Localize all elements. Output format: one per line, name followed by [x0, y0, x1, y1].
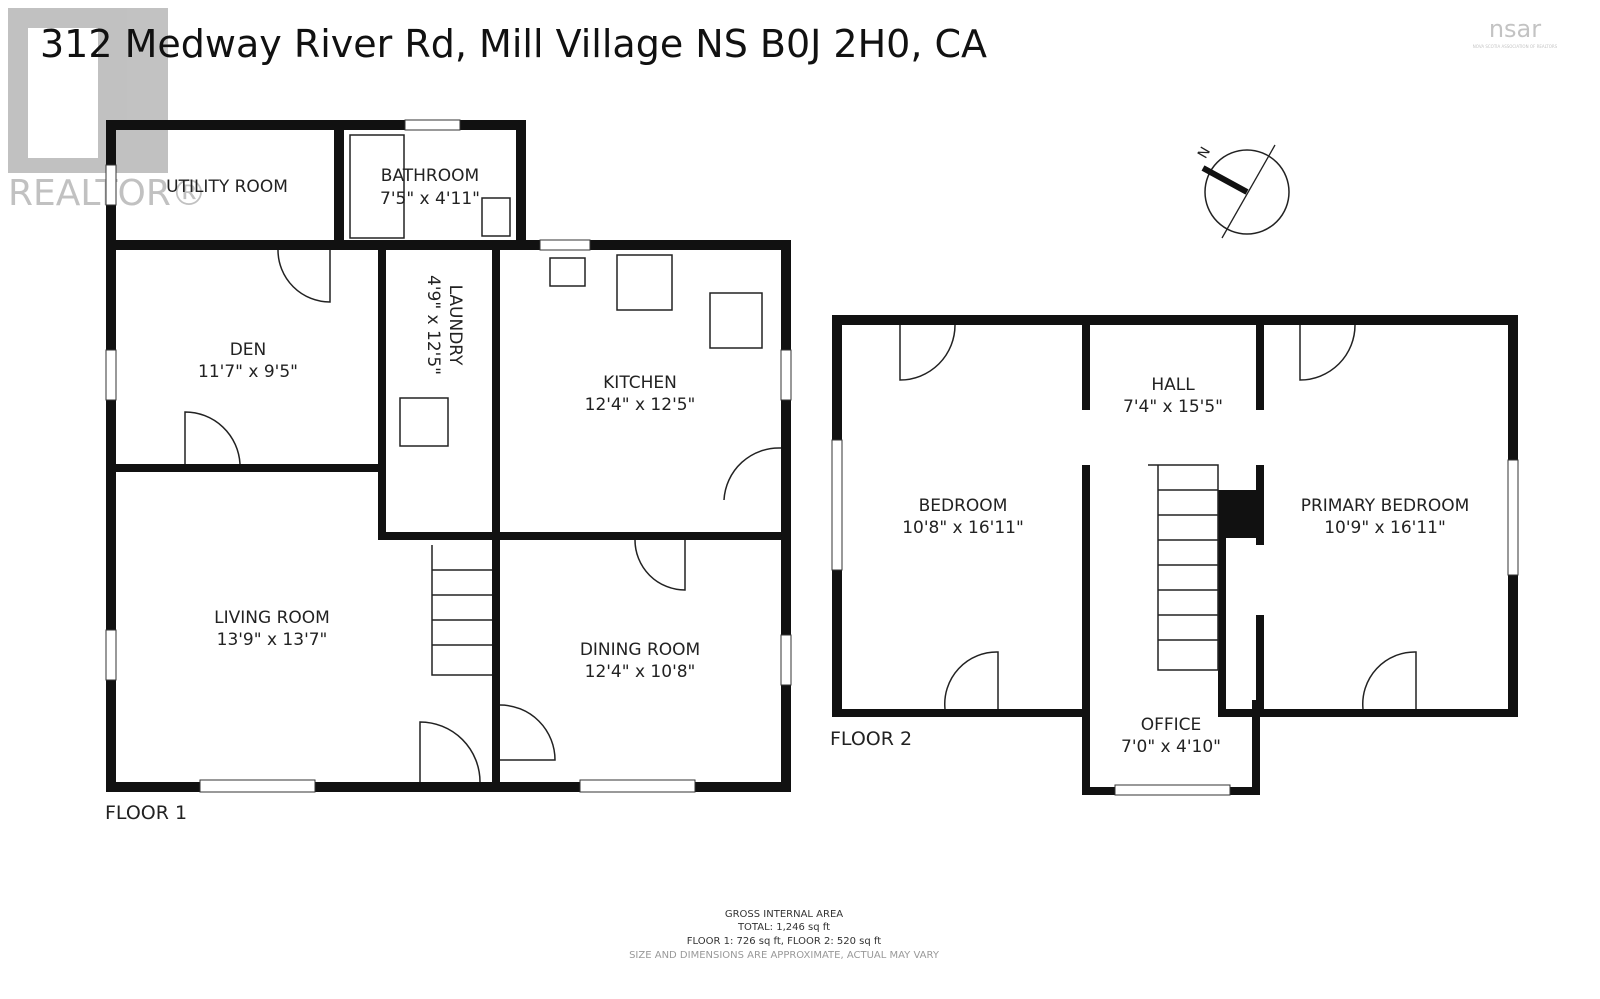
- room-size: 7'0" x 4'10": [1121, 737, 1221, 757]
- fireplace-icon: [709, 292, 763, 349]
- room-size: 7'4" x 15'5": [1123, 397, 1223, 417]
- door-swings: [899, 324, 1417, 710]
- nsar-logo-subtitle: NOVA SCOTIA ASSOCIATION OF REALTORS: [1473, 44, 1558, 49]
- washer-icon: [399, 397, 449, 447]
- nsar-logo-text: nsar: [1489, 15, 1541, 43]
- area-floors: FLOOR 1: 726 sq ft, FLOOR 2: 520 sq ft: [687, 936, 881, 947]
- room-size: 7'5" x 4'11": [380, 189, 480, 209]
- realtor-watermark: REALTOR®: [8, 8, 207, 214]
- room-name: HALL: [1151, 375, 1195, 395]
- floor-2-labels: HALL 7'4" x 15'5" BEDROOM 10'8" x 16'11"…: [830, 375, 1469, 757]
- stove-icon: [616, 254, 673, 311]
- floor-1-labels: UTILITY ROOM BATHROOM 7'5" x 4'11" DEN 1…: [105, 166, 700, 824]
- room-name: KITCHEN: [603, 373, 677, 393]
- room-name: BATHROOM: [381, 166, 479, 186]
- room-size: 13'9" x 13'7": [217, 630, 328, 650]
- area-heading: GROSS INTERNAL AREA: [725, 909, 843, 920]
- compass-icon: N: [1195, 144, 1290, 239]
- floor-1-walls: [105, 119, 792, 793]
- stairs-icon: [431, 545, 492, 676]
- room-name: LAUNDRY: [445, 285, 465, 366]
- toilet-sink-icon: [481, 197, 511, 237]
- room-name: DEN: [230, 340, 267, 360]
- room-size: 12'4" x 10'8": [585, 662, 696, 682]
- bathtub-icon: [349, 134, 405, 239]
- floor-1-fixtures: [184, 134, 782, 783]
- room-name: PRIMARY BEDROOM: [1301, 496, 1470, 516]
- compass-north-label: N: [1195, 144, 1214, 161]
- room-size: 10'9" x 16'11": [1324, 518, 1446, 538]
- door-swings: [184, 249, 782, 783]
- room-name: BEDROOM: [919, 496, 1008, 516]
- room-name: DINING ROOM: [580, 640, 700, 660]
- sink-icon: [549, 257, 586, 287]
- room-size: 4'9" x 12'5": [423, 275, 443, 375]
- room-size: 10'8" x 16'11": [902, 518, 1024, 538]
- room-name: UTILITY ROOM: [166, 177, 288, 197]
- room-size: 12'4" x 12'5": [585, 395, 696, 415]
- area-disclaimer: SIZE AND DIMENSIONS ARE APPROXIMATE, ACT…: [629, 950, 940, 961]
- area-total: TOTAL: 1,246 sq ft: [737, 922, 830, 933]
- floor-1-label: FLOOR 1: [105, 802, 187, 824]
- room-name: OFFICE: [1141, 715, 1202, 735]
- page-title: 312 Medway River Rd, Mill Village NS B0J…: [40, 22, 987, 66]
- room-name: LIVING ROOM: [214, 608, 330, 628]
- stairs-icon: [1148, 464, 1219, 671]
- floor-2-walls: [831, 315, 1519, 796]
- room-size: 11'7" x 9'5": [198, 362, 298, 382]
- nsar-logo: nsar NOVA SCOTIA ASSOCIATION OF REALTORS: [1473, 15, 1558, 49]
- area-summary: GROSS INTERNAL AREA TOTAL: 1,246 sq ft F…: [629, 909, 940, 961]
- floor-2-label: FLOOR 2: [830, 728, 912, 750]
